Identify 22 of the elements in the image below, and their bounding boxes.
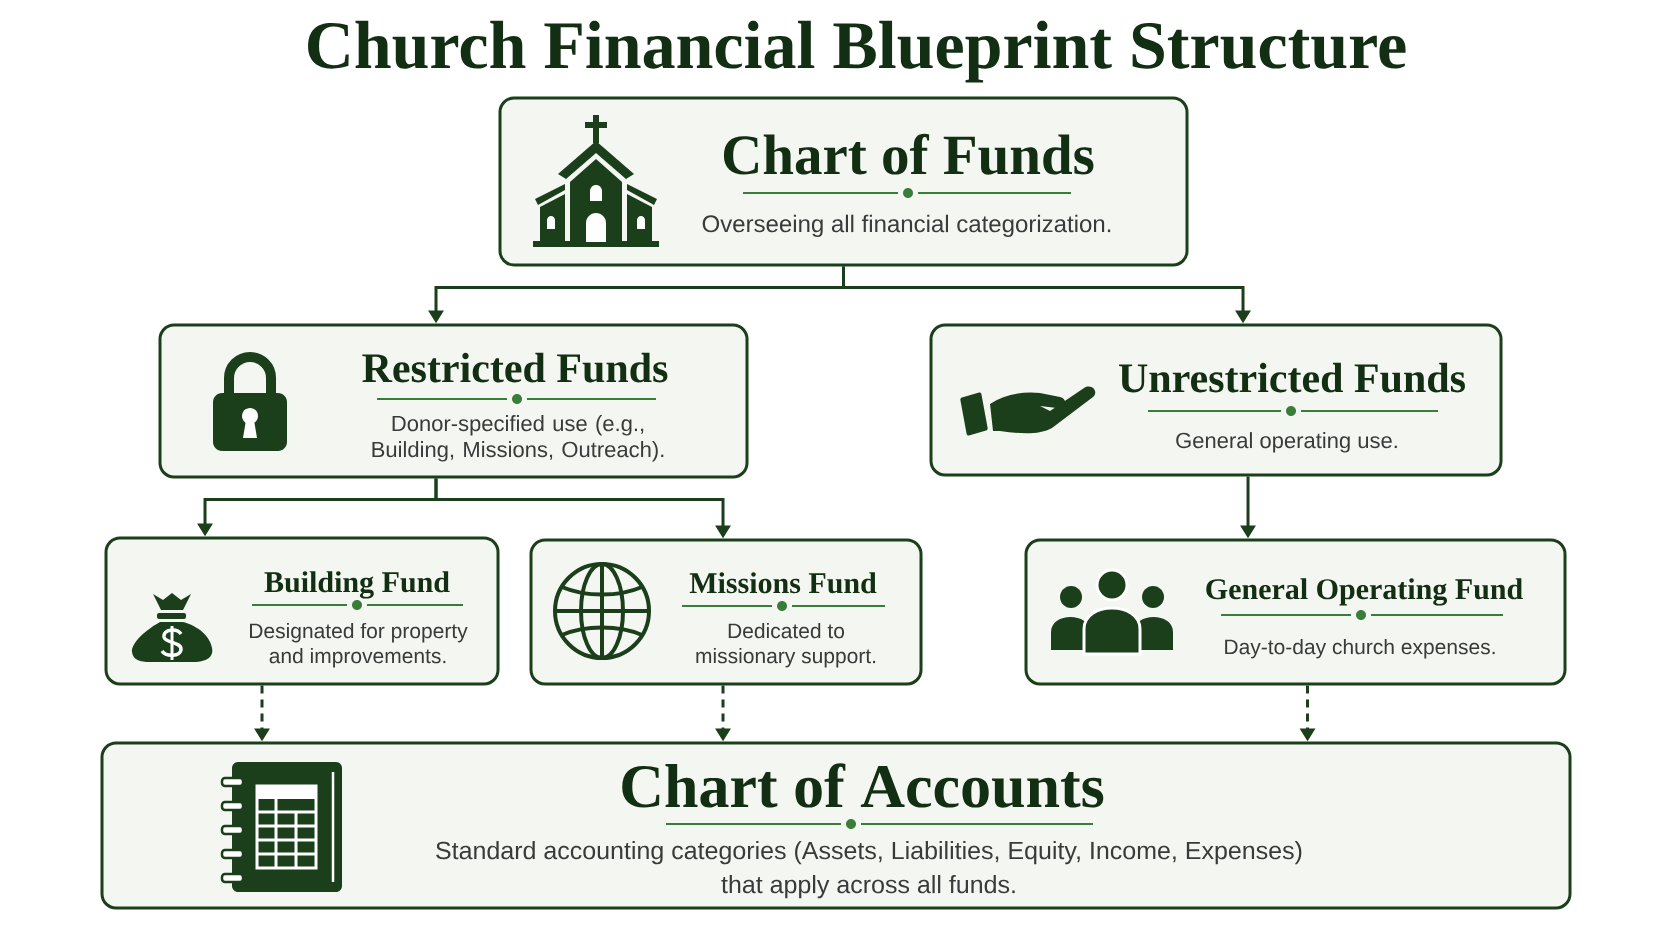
heading: Unrestricted Funds — [1119, 362, 1465, 393]
description: General operating use. — [1176, 432, 1397, 453]
description: Donor-specified use (e.g., Building, Missions, Outreach). — [372, 415, 664, 462]
fund-box — [529, 538, 923, 686]
fund-box — [104, 536, 500, 686]
heading: Missions Fund — [689, 572, 877, 594]
title: Church Financial Blueprint Structure — [308, 20, 1406, 83]
fund-box — [498, 96, 1189, 267]
description: Dedicated to missionary support. — [696, 622, 876, 668]
fund-box — [929, 323, 1503, 477]
fund-box — [158, 323, 749, 479]
fund-box — [1024, 538, 1567, 686]
heading: Building Fund — [264, 571, 450, 599]
heading: Chart of Funds — [723, 133, 1094, 175]
description: Designated for property and improvements. — [250, 622, 468, 668]
heading: Restricted Funds — [362, 352, 668, 383]
description: Overseeing all financial categorization. — [702, 214, 1111, 238]
heading: General Operating Fund — [1206, 578, 1523, 606]
description: Day-to-day church expenses. — [1225, 638, 1495, 659]
fund-box — [100, 741, 1572, 910]
description: Standard accounting categories (Assets, Liabilities, Equity, Income, Expenses) that apply across all funds. — [436, 841, 1302, 899]
heading: Chart of Accounts — [622, 763, 1104, 808]
